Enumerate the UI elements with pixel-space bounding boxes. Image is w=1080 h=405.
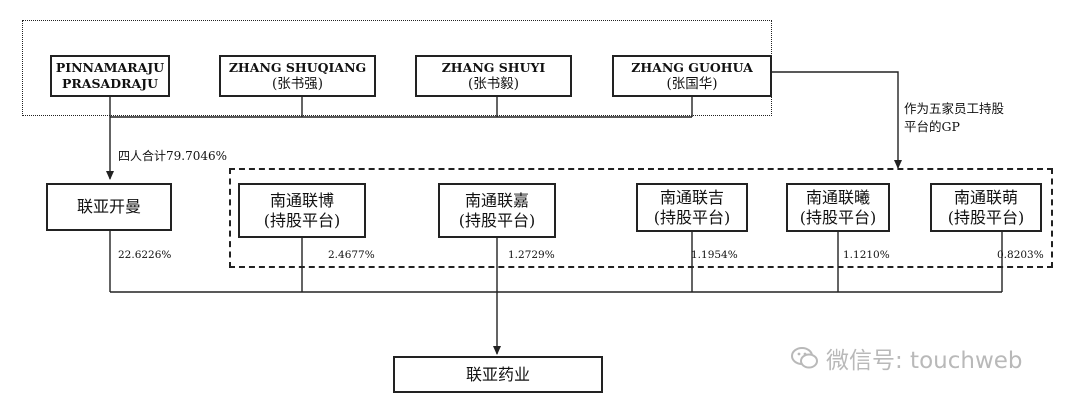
share-label-lianxi: 1.1210% — [843, 249, 890, 261]
combined-share-label: 四人合计79.7046% — [118, 149, 228, 163]
platform-type: (持股平台) — [947, 207, 1025, 227]
share-label-kaiman: 22.6226% — [118, 249, 172, 261]
person-name-line2: PRASADRAJU — [62, 76, 158, 91]
gp-label: 作为五家员工持股 平台的GP — [904, 101, 1005, 134]
company-node-lianya-yaoye: 联亚药业 — [393, 356, 603, 393]
company-name: 联亚开曼 — [76, 197, 141, 216]
gp-arrow — [772, 71, 902, 169]
platform-node-lianjia: 南通联嘉 (持股平台) — [438, 183, 556, 238]
person-name: ZHANG SHUQIANG — [228, 60, 367, 75]
watermark-text: 微信号: touchweb — [826, 348, 1023, 374]
share-label-lianji: 1.1954% — [691, 249, 738, 261]
platforms-group-box — [229, 168, 1053, 268]
person-node-zhang-shuyi: ZHANG SHUYI (张书毅) — [415, 55, 572, 97]
company-name: 联亚药业 — [465, 364, 530, 384]
platform-name: 南通联博 — [269, 190, 334, 210]
person-name-cn: (张书毅) — [467, 76, 520, 92]
wechat-icon — [791, 347, 818, 369]
share-label-lianjia: 1.2729% — [508, 249, 555, 261]
platform-node-lianji: 南通联吉 (持股平台) — [636, 183, 748, 232]
person-name: PINNAMARAJU — [55, 60, 165, 75]
platform-node-lianmeng: 南通联萌 (持股平台) — [930, 183, 1042, 232]
platform-node-lianbo: 南通联博 (持股平台) — [238, 183, 366, 238]
person-name-cn: (张国华) — [666, 76, 718, 92]
watermark: 微信号: touchweb — [790, 341, 1023, 375]
platform-name: 南通联嘉 — [464, 190, 529, 210]
platform-name: 南通联吉 — [659, 187, 724, 207]
platform-type: (持股平台) — [458, 210, 536, 230]
person-node-zhang-shuqiang: ZHANG SHUQIANG (张书强) — [219, 55, 376, 97]
person-name: ZHANG GUOHUA — [631, 60, 753, 75]
platform-type: (持股平台) — [653, 207, 731, 227]
person-node-pinnamaraju: PINNAMARAJU PRASADRAJU — [50, 55, 170, 97]
platform-name: 南通联萌 — [953, 187, 1018, 207]
share-label-lianbo: 2.4677% — [328, 249, 375, 261]
platform-node-lianxi: 南通联曦 (持股平台) — [786, 183, 890, 232]
person-name-cn: (张书强) — [271, 76, 324, 92]
person-name: ZHANG SHUYI — [441, 60, 546, 75]
person-node-zhang-guohua: ZHANG GUOHUA (张国华) — [612, 55, 772, 97]
platform-type: (持股平台) — [263, 210, 341, 230]
platform-name: 南通联曦 — [805, 187, 870, 207]
platform-type: (持股平台) — [799, 207, 877, 227]
company-node-lianya-kaiman: 联亚开曼 — [46, 183, 172, 231]
share-label-lianmeng: 0.8203% — [997, 249, 1044, 261]
